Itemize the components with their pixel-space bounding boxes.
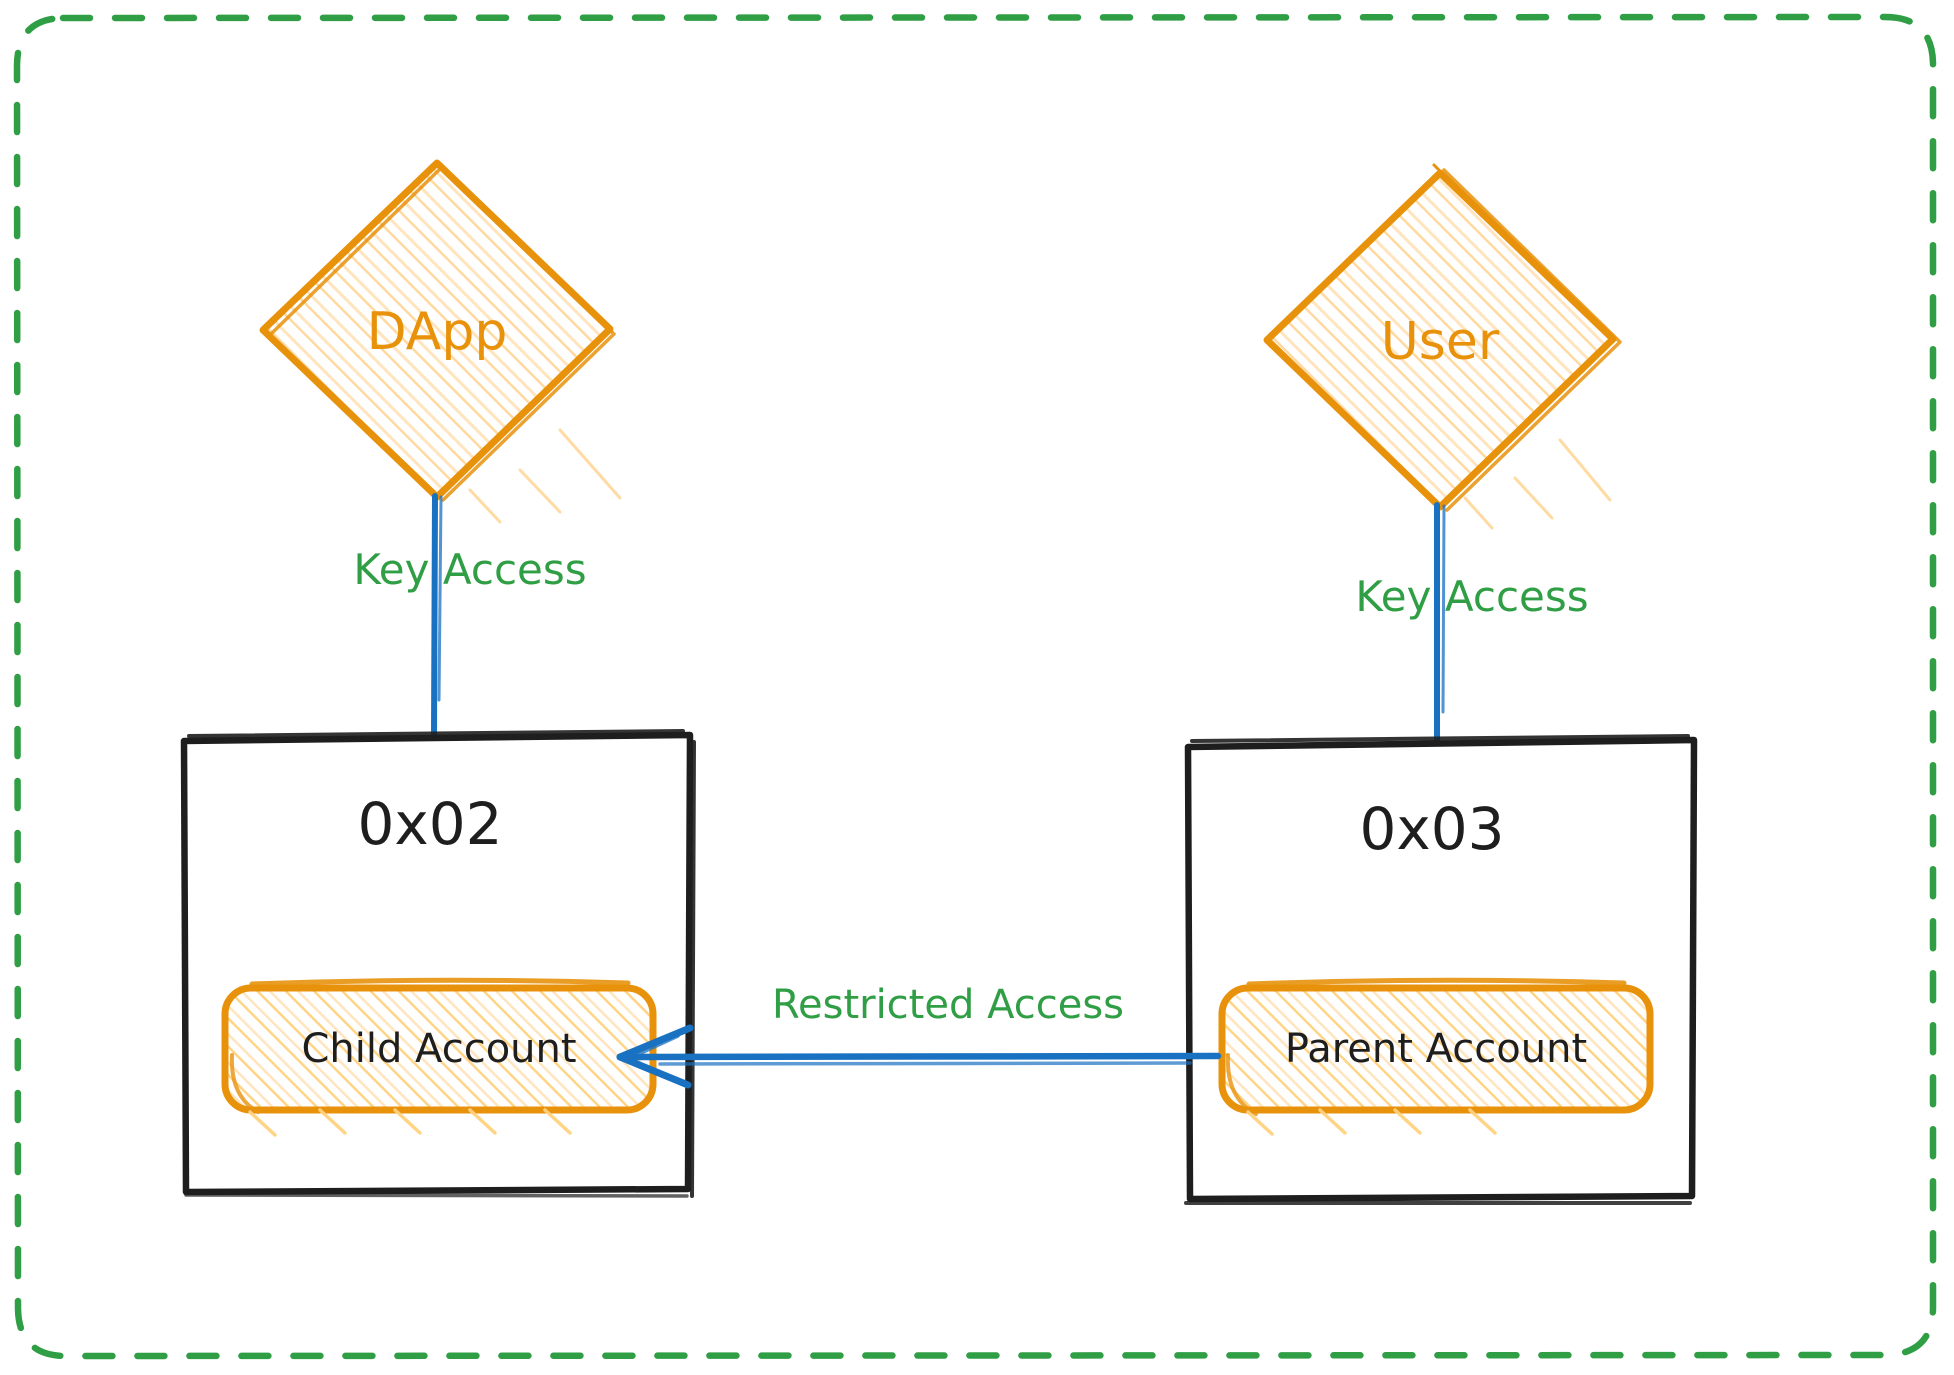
- boundary-frame: [13, 13, 1937, 1360]
- child-account-shape[interactable]: [221, 977, 657, 1137]
- parent-account-shape[interactable]: [1218, 977, 1654, 1136]
- dapp-diamond-shape[interactable]: [259, 159, 622, 524]
- edge-user-to-parent-box[interactable]: [1434, 502, 1446, 745]
- child-account-box-shape[interactable]: [180, 729, 696, 1198]
- edge-parent-to-child-account[interactable]: [616, 1024, 1222, 1089]
- parent-account-box-shape[interactable]: [1184, 734, 1698, 1205]
- user-diamond-shape[interactable]: [1263, 163, 1622, 530]
- edge-dapp-to-child-box[interactable]: [431, 493, 443, 738]
